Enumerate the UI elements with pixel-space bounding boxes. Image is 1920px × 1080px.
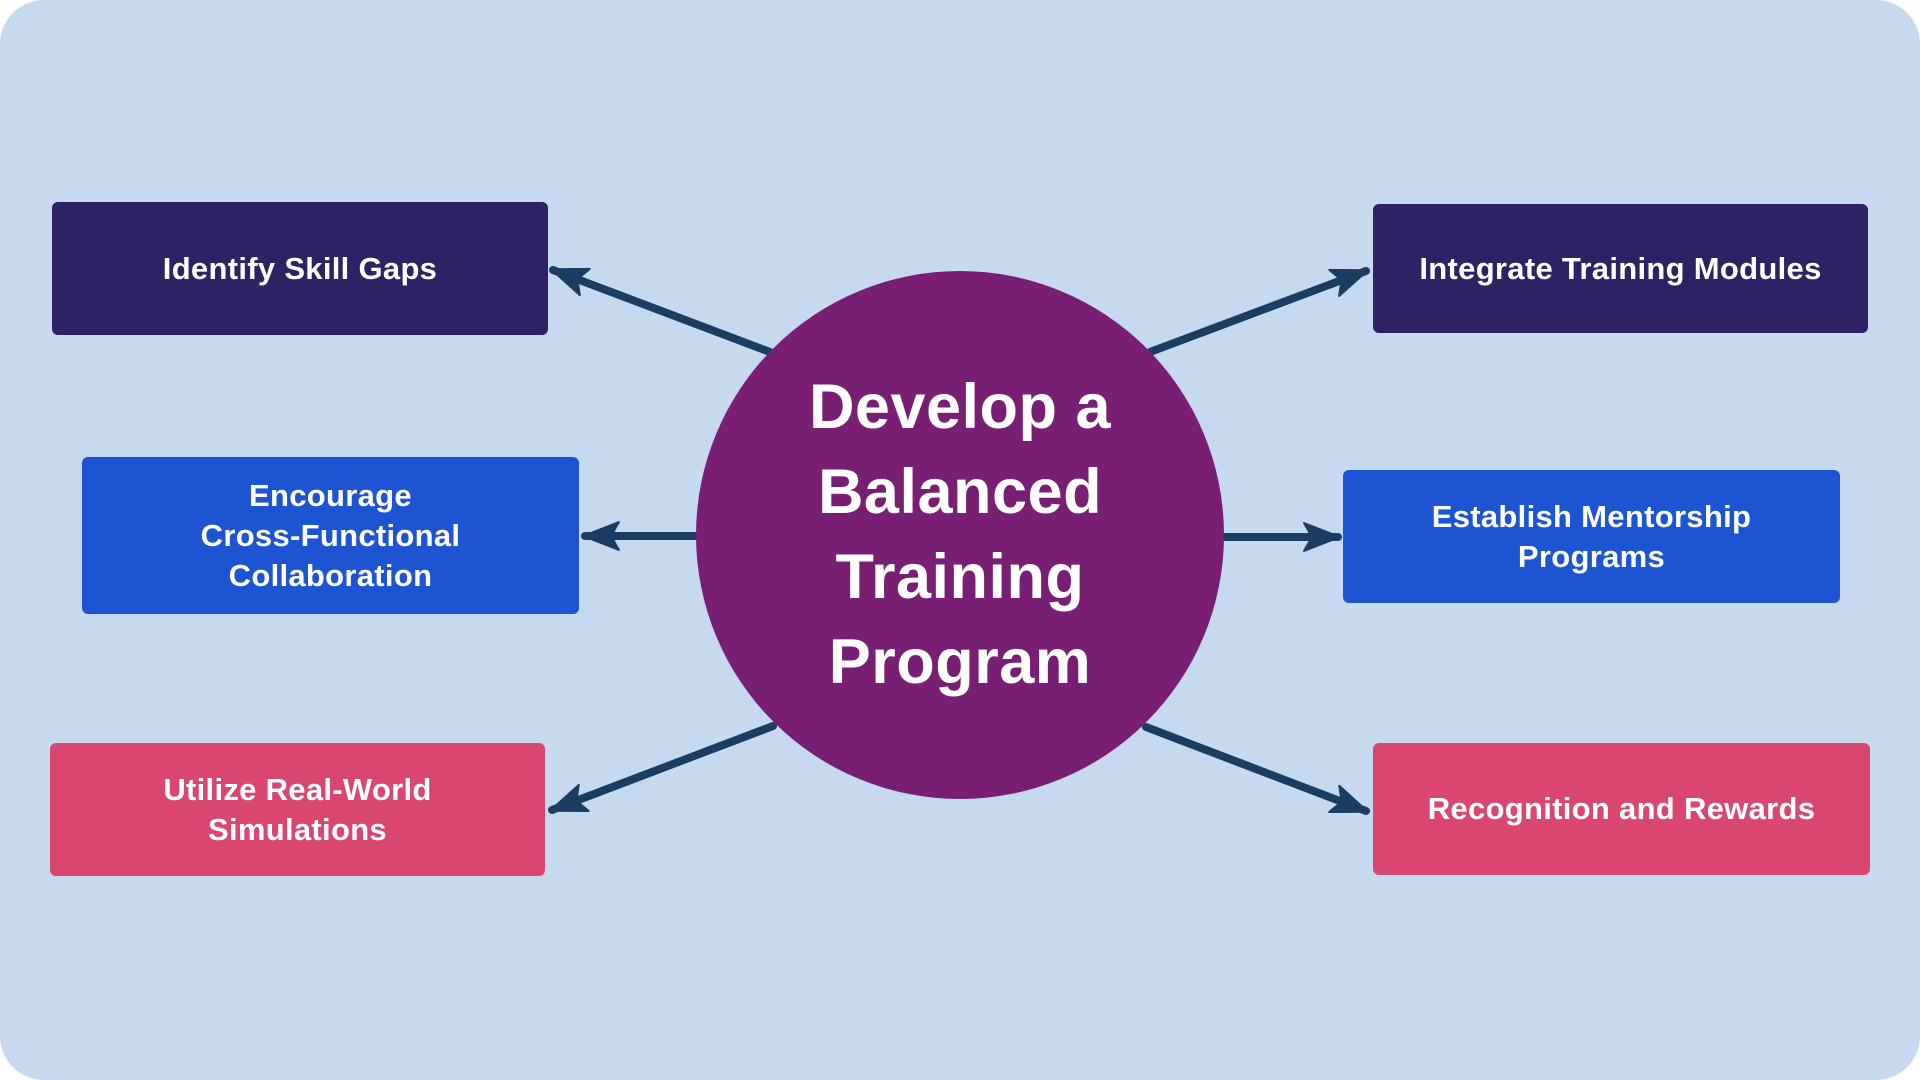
node-label: Identify Skill Gaps xyxy=(162,250,438,286)
node-label: Integrate Training Modules xyxy=(1419,250,1822,286)
node-identify-skill-gaps: Identify Skill Gaps xyxy=(52,202,548,335)
arrow-to-top-left xyxy=(549,266,774,356)
arrow-to-top-right xyxy=(1146,267,1370,356)
node-recognition-and-rewards: Recognition and Rewards xyxy=(1373,743,1870,875)
arrow-to-bottom-right xyxy=(1142,723,1370,815)
node-label: Recognition and Rewards xyxy=(1427,791,1816,826)
node-integrate-training-modules: Integrate Training Modules xyxy=(1373,204,1868,333)
arrow-to-bottom-left xyxy=(548,722,777,814)
